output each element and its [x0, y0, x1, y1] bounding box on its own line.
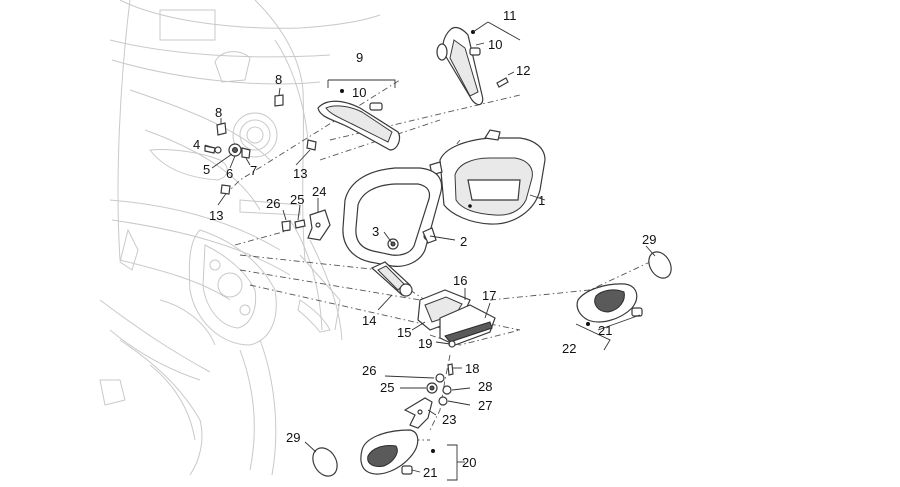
part-22-right-turn-signal — [576, 283, 643, 326]
callout-24: 24 — [312, 184, 326, 199]
callout-21-right: 21 — [598, 323, 612, 338]
callout-2: 2 — [460, 234, 467, 249]
assembly-dash-lines — [224, 79, 651, 441]
callout-23: 23 — [442, 412, 456, 427]
callout-3: 3 — [372, 224, 379, 239]
part-15-16-plate-light — [417, 289, 496, 348]
callout-numbers: 1 2 3 4 5 6 7 8 8 9 10 10 11 12 13 13 14… — [193, 8, 656, 480]
callout-16: 16 — [453, 273, 467, 288]
callout-26-upper: 26 — [266, 196, 280, 211]
callout-9: 9 — [356, 50, 363, 65]
callout-18: 18 — [465, 361, 479, 376]
callout-21-lower: 21 — [423, 465, 437, 480]
callout-6: 6 — [226, 166, 233, 181]
callout-7: 7 — [250, 163, 257, 178]
scooter-ghost-outline — [99, 0, 381, 476]
callout-14: 14 — [362, 313, 376, 328]
callout-13-right: 13 — [293, 166, 307, 181]
part-29-reflector-discs — [312, 251, 672, 477]
callout-10-lower: 10 — [352, 85, 366, 100]
part-14-bulb-socket — [370, 261, 413, 297]
callout-13-left: 13 — [209, 208, 223, 223]
parts-23-28-lower-hardware — [403, 373, 452, 429]
callout-29-right: 29 — [642, 232, 656, 247]
callout-22: 22 — [562, 341, 576, 356]
callout-8-upper: 8 — [275, 72, 282, 87]
callout-4: 4 — [193, 137, 200, 152]
callout-25-upper: 25 — [290, 192, 304, 207]
part-2-light-frame — [342, 167, 443, 267]
callout-19: 19 — [418, 336, 432, 351]
callout-28: 28 — [478, 379, 492, 394]
part-12-screw — [496, 77, 509, 88]
part-18-screw — [447, 363, 454, 376]
part-24-bracket — [281, 209, 331, 241]
part-9-reflector-lens — [317, 89, 401, 151]
callout-12: 12 — [516, 63, 530, 78]
callout-27: 27 — [478, 398, 492, 413]
part-11-lamp-cover — [436, 26, 484, 106]
callout-8-lower: 8 — [215, 105, 222, 120]
part-13-clips — [220, 139, 317, 195]
leader-lines — [204, 21, 656, 481]
parts-4-8-hardware — [204, 94, 284, 159]
callout-20: 20 — [462, 455, 476, 470]
callout-29-lower: 29 — [286, 430, 300, 445]
callout-5: 5 — [203, 162, 210, 177]
callout-25-lower: 25 — [380, 380, 394, 395]
part-1-rear-light-housing — [429, 129, 546, 225]
callout-17: 17 — [482, 288, 496, 303]
callout-26-lower: 26 — [362, 363, 376, 378]
callout-15: 15 — [397, 325, 411, 340]
callout-10-upper: 10 — [488, 37, 502, 52]
callout-1: 1 — [538, 193, 545, 208]
callout-11: 11 — [503, 8, 517, 23]
part-20-lower-turn-signal — [360, 429, 435, 475]
